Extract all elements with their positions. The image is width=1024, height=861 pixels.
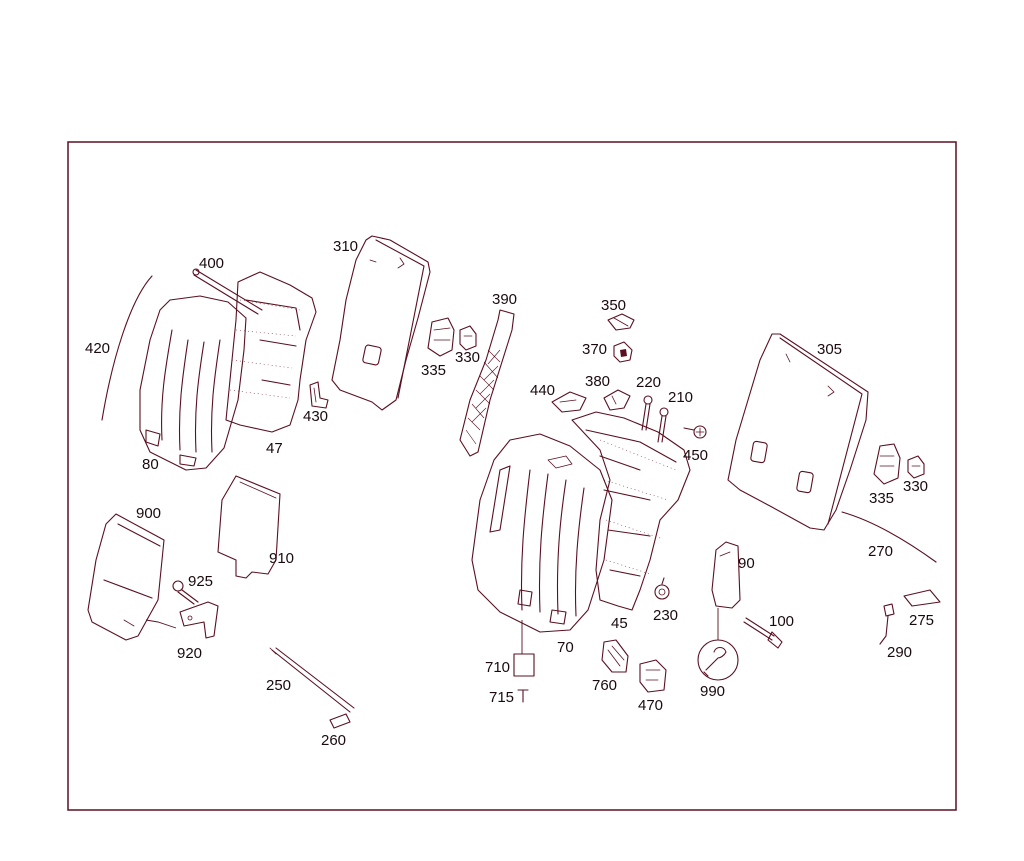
callout-900: 900	[136, 505, 161, 522]
part-330-left-latch	[459, 325, 477, 351]
part-45-center-frame	[571, 411, 691, 611]
callout-290: 290	[887, 644, 912, 661]
part-430-clip	[309, 381, 329, 409]
part-100-bolt	[743, 617, 783, 649]
diagram-frame	[67, 141, 957, 811]
part-250-rod	[269, 647, 355, 713]
callout-310: 310	[333, 238, 358, 255]
part-450-screw	[683, 425, 707, 439]
callout-470: 470	[638, 697, 663, 714]
callout-910: 910	[269, 550, 294, 567]
part-760-handle	[601, 639, 629, 673]
part-260-sleeve	[329, 713, 351, 729]
callout-390: 390	[492, 291, 517, 308]
callout-230: 230	[653, 607, 678, 624]
callout-70: 70	[557, 639, 574, 656]
part-420-wire	[101, 275, 153, 421]
callout-220: 220	[636, 374, 661, 391]
callout-350: 350	[601, 297, 626, 314]
part-270-cable	[841, 511, 937, 563]
callout-400: 400	[199, 255, 224, 272]
callout-250: 250	[266, 677, 291, 694]
callout-275: 275	[909, 612, 934, 629]
part-310-rear-panel	[331, 235, 431, 411]
part-910-armrest-panel	[217, 475, 281, 579]
callout-47: 47	[266, 440, 283, 457]
callout-440: 440	[530, 382, 555, 399]
part-305-rear-panel	[727, 333, 869, 531]
part-900-armrest	[87, 513, 165, 641]
part-335-right-bracket	[873, 443, 901, 485]
callout-45: 45	[611, 615, 628, 632]
callout-450: 450	[683, 447, 708, 464]
part-370-clip	[613, 341, 633, 363]
part-90-side-cover	[711, 541, 741, 609]
part-380-bracket	[603, 389, 631, 411]
callout-335-left: 335	[421, 362, 446, 379]
callout-370: 370	[582, 341, 607, 358]
callout-715: 715	[489, 689, 514, 706]
part-715-pin	[517, 689, 529, 703]
part-210-bolt	[657, 407, 669, 443]
part-920-hinge	[179, 601, 219, 639]
part-400-rod	[192, 268, 263, 315]
callout-380: 380	[585, 373, 610, 390]
callout-335-right: 335	[869, 490, 894, 507]
part-710-cap	[513, 653, 535, 677]
part-350-clip	[607, 313, 635, 331]
callout-330-left: 330	[455, 349, 480, 366]
callout-760: 760	[592, 677, 617, 694]
wrench-icon-990	[697, 639, 739, 681]
callout-710: 710	[485, 659, 510, 676]
part-47-backrest-frame	[225, 271, 317, 433]
callout-100: 100	[769, 613, 794, 630]
callout-80: 80	[142, 456, 159, 473]
callout-430: 430	[303, 408, 328, 425]
part-925-screw	[172, 580, 199, 605]
part-440-bracket	[551, 391, 587, 413]
part-220-bolt	[641, 395, 653, 431]
callout-420: 420	[85, 340, 110, 357]
callout-90: 90	[738, 555, 755, 572]
callout-990: 990	[700, 683, 725, 700]
callout-270: 270	[868, 543, 893, 560]
part-330-right-latch	[907, 455, 925, 479]
part-80-backrest-cushion	[139, 295, 247, 471]
callout-925: 925	[188, 573, 213, 590]
callout-260: 260	[321, 732, 346, 749]
part-470-bracket	[639, 659, 667, 693]
callout-305: 305	[817, 341, 842, 358]
callout-labels: 400 310 390 350 305 420 370 330 335 440 …	[85, 238, 934, 749]
callout-330-right: 330	[903, 478, 928, 495]
leader-900-920	[145, 619, 177, 629]
part-335-left-bracket	[427, 317, 455, 357]
part-275-pad	[903, 589, 941, 607]
callout-920: 920	[177, 645, 202, 662]
part-390-trim-strip	[459, 309, 515, 457]
callout-210: 210	[668, 389, 693, 406]
part-70-center-cushion	[471, 433, 613, 633]
part-290-pull-handle	[879, 603, 895, 645]
part-230-fastener	[654, 577, 670, 600]
